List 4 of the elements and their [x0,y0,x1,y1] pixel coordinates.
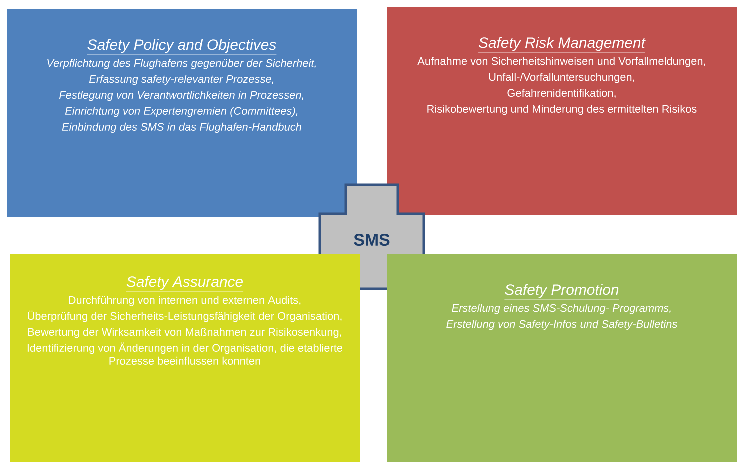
quadrant-box: Safety Promotion Erstellung eines SMS-Schulung- Programms, Erstellung von Safety-Infos und Safety-Bulletins [387,254,737,462]
quadrant-box: Safety Risk Management Aufnahme von Sicherheitshinweisen und Vorfallmeldungen, Unfall-/Vorfalluntersuchungen, Gefahrenidentifikation, Risikobewertung und Minderung des ermittelten Risikos [387,7,737,216]
quadrant-box: Safety Assurance Durchführung von internen und externen Audits, Überprüfung der Sicherheits-Leistungsfähigkeit der Organisation, Bewertung der Wirksamkeit von Maßnahmen zur Risikosenkung, Identifizierung von Änderungen in der Organisation, die etablierte Prozesse beeinflussen konnten [10,254,360,462]
quadrant-box: Safety Policy and Objectives Verpflichtung des Flughafens gegenüber der Sicherheit, Erfassung safety-relevanter Prozesse, Festlegung von Verantwortlichkeiten in Prozessen, Einrichtung von Expertengremien (Committees), Einbindung des SMS in das Flughafen-Handbuch [7,9,357,218]
